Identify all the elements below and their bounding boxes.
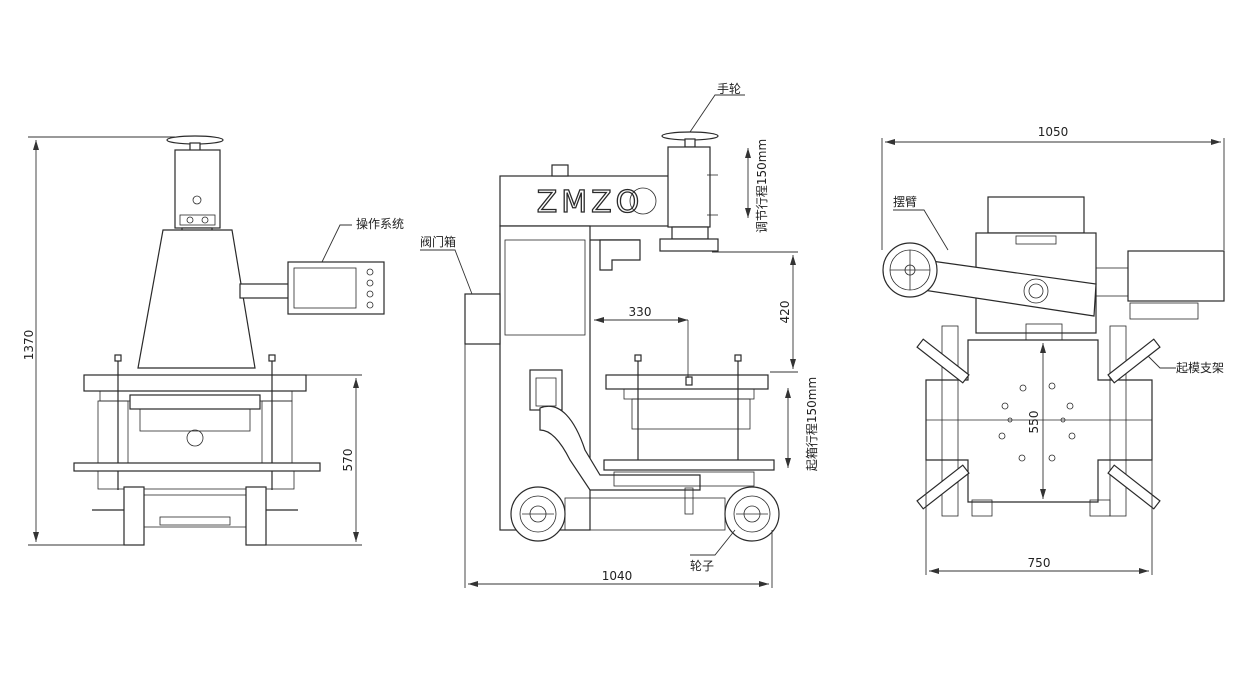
- brand-logo-icon: [629, 187, 657, 215]
- dim-height-420: 420: [778, 301, 792, 324]
- dim-reach-330: 330: [629, 305, 652, 319]
- label-handwheel: 手轮: [717, 82, 741, 96]
- operation-console: [287, 261, 385, 315]
- dim-height-lower: 570: [341, 449, 355, 472]
- mold-lift-bracket-tr: [1107, 338, 1161, 384]
- bolt-holes-icon: [998, 382, 1076, 462]
- dim-width-750: 750: [1028, 556, 1051, 570]
- wheel-right-front-icon: [245, 486, 267, 546]
- mold-lift-bracket-br: [1107, 464, 1161, 510]
- handwheel-top-icon: [882, 242, 938, 298]
- wheel-left-front-icon: [123, 486, 145, 546]
- cone-housing: [137, 229, 256, 369]
- label-swing-arm: 摆臂: [893, 195, 917, 209]
- dim-width-1050: 1050: [1038, 125, 1069, 139]
- console-arm: [239, 283, 291, 299]
- cross-table: [925, 339, 1153, 503]
- brand-housing: [499, 175, 681, 227]
- top-view: [881, 138, 1225, 575]
- label-wheel: 轮子: [690, 559, 714, 573]
- handwheel-column: [667, 146, 711, 228]
- dim-height-total: 1370: [22, 330, 36, 361]
- mold-lift-bracket-bl: [916, 464, 970, 510]
- label-operation-system: 操作系统: [356, 216, 404, 231]
- label-mold-lift-bracket: 起模支架: [1176, 361, 1224, 375]
- handwheel-side-icon: [661, 131, 719, 148]
- dim-depth-1040: 1040: [602, 569, 633, 583]
- top-table-front: [83, 374, 307, 392]
- brand-logo-text: ZMZO: [537, 185, 644, 220]
- actuator-column: [174, 149, 221, 229]
- valve-box: [464, 293, 501, 345]
- handwheel-front-icon: [166, 135, 224, 152]
- label-lift-stroke: 起箱行程150mm: [804, 377, 819, 471]
- label-valve-box: 阀门箱: [420, 234, 456, 249]
- mold-lift-bracket-tl: [916, 338, 970, 384]
- center-boss-icon: [186, 429, 204, 447]
- lower-platform-front: [73, 462, 321, 472]
- side-view: [420, 94, 798, 588]
- wheel-rear-icon: [510, 486, 566, 542]
- label-adjust-stroke: 调节行程150mm: [754, 139, 769, 233]
- front-view: [28, 135, 385, 546]
- dim-depth-550: 550: [1027, 411, 1041, 434]
